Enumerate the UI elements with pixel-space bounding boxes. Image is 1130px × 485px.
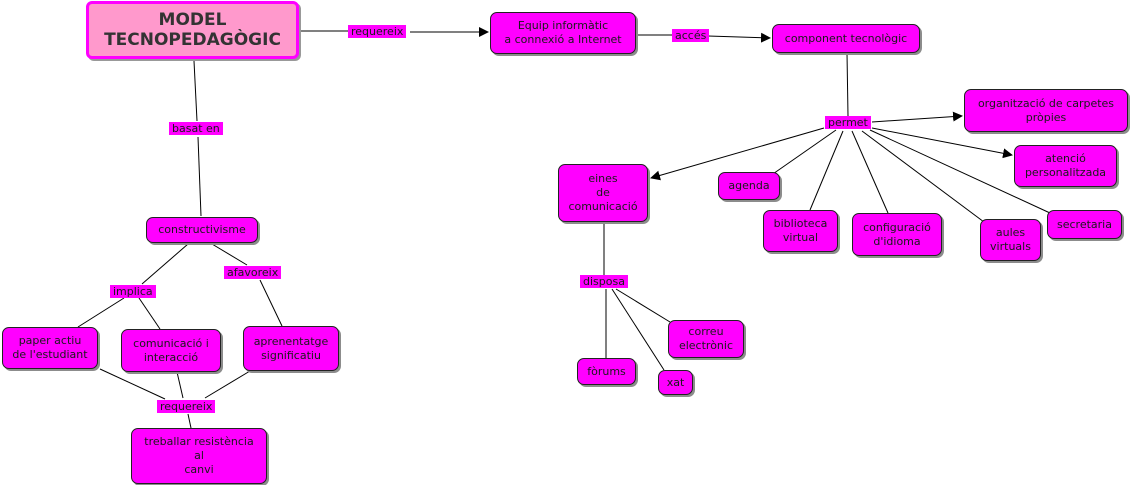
edge-permet-carpetes (871, 111, 963, 123)
node-organitzacio-carpetes[interactable]: organització de carpetes pròpies (964, 89, 1128, 132)
node-agenda[interactable]: agenda (718, 172, 780, 200)
edge-implica-paper (77, 297, 125, 328)
link-label-afavoreix: afavoreix (224, 266, 282, 279)
edge-afavoreix-aprenentatge (259, 279, 283, 327)
edge-constructivisme-afavoreix (211, 243, 248, 266)
edge-component-permet (846, 52, 849, 117)
edge-basat-constructivisme (197, 136, 202, 217)
edge-disposa-correu (615, 288, 671, 323)
link-label-requereix-bottom: requereix (157, 400, 216, 413)
node-configuracio-idioma[interactable]: configuració d'idioma (852, 213, 942, 256)
edge-root-basat (193, 60, 198, 122)
edge-permet-atencio (871, 127, 1013, 159)
edge-permet-agenda (769, 129, 837, 177)
node-atencio-personalitzada[interactable]: atenció personalitzada (1014, 145, 1117, 187)
node-biblioteca-virtual[interactable]: biblioteca virtual (763, 210, 838, 252)
edge-comunicacio-requereix (176, 371, 184, 399)
node-component-tecnologic[interactable]: component tecnològic (772, 24, 920, 53)
edge-permet-eines (650, 127, 825, 181)
node-aules-virtuals[interactable]: aules virtuals (980, 219, 1041, 261)
link-label-basat-en: basat en (169, 122, 223, 135)
node-xat[interactable]: xat (658, 370, 693, 395)
node-model-tecnopedagogic[interactable]: MODEL TECNOPEDAGÒGIC (86, 1, 299, 59)
node-secretaria[interactable]: secretaria (1047, 210, 1122, 239)
node-paper-actiu[interactable]: paper actiu de l'estudiant (2, 327, 98, 369)
link-label-implica: implica (110, 285, 156, 298)
edge-permet-biblioteca (809, 130, 844, 211)
node-eines-comunicacio[interactable]: eines de comunicació (558, 164, 648, 222)
edge-disposa-xat (611, 288, 665, 371)
node-aprenentatge-significatiu[interactable]: aprenentatge significatiu (243, 326, 339, 371)
node-constructivisme[interactable]: constructivisme (146, 217, 258, 243)
link-label-requereix-top: requereix (348, 25, 407, 38)
link-label-permet: permet (825, 116, 871, 129)
node-comunicacio-interaccio[interactable]: comunicació i interacció (121, 329, 221, 372)
link-label-disposa: disposa (580, 275, 628, 288)
node-equip-informatic[interactable]: Equip informàtic a connexió a Internet (490, 12, 636, 54)
node-forums[interactable]: fòrums (577, 358, 636, 385)
link-label-acces: accés (672, 29, 710, 42)
edge-constructivisme-implica (141, 243, 189, 285)
edge-permet-secretaria (869, 129, 1051, 214)
node-correu-electronic[interactable]: correu electrònic (668, 320, 744, 358)
node-treballar-resistencia[interactable]: treballar resistència al canvi (131, 428, 267, 484)
edge-acces-component (707, 32, 771, 43)
edge-paper-requereix (99, 368, 166, 400)
edge-requereix-treballar (187, 413, 192, 429)
edge-permet-idioma (851, 130, 889, 214)
edge-implica-comunicacio (138, 297, 161, 330)
edge-aprenentatge-requereix (204, 370, 251, 399)
edge-permet-aules (861, 130, 985, 223)
